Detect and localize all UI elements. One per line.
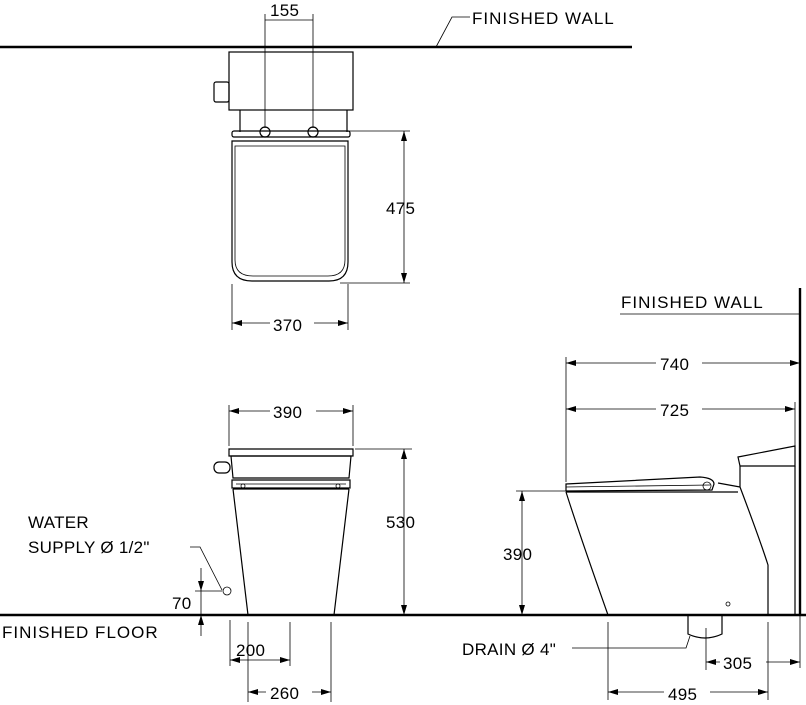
dim-475-text: 475 bbox=[386, 199, 415, 218]
dim-495-text: 495 bbox=[668, 685, 697, 704]
tank-body-side bbox=[739, 466, 769, 615]
water-supply-point bbox=[222, 586, 232, 596]
dim-70-arrow-top bbox=[198, 581, 204, 591]
dim-725-text: 725 bbox=[660, 401, 689, 420]
seat-hinge-side bbox=[702, 481, 712, 491]
tank-top-outline bbox=[228, 51, 354, 111]
dim-475-arrow-top bbox=[401, 131, 407, 141]
dim-305-arrow-left bbox=[706, 659, 716, 665]
dim-200-arrow-right bbox=[280, 657, 290, 663]
dim-740-arrow-left bbox=[566, 360, 576, 366]
drain-label: DRAIN Ø 4" bbox=[462, 640, 556, 659]
seat-bumper-right bbox=[335, 483, 341, 489]
drain-pipe-side bbox=[687, 615, 723, 639]
dim-260-arrow-right bbox=[321, 689, 331, 695]
dim-370-arrow-right bbox=[338, 320, 348, 326]
dim-370-arrow-left bbox=[232, 320, 242, 326]
hinge-bolt-right bbox=[307, 126, 319, 138]
bolt-cap-side bbox=[725, 601, 731, 607]
tank-body-front bbox=[230, 455, 352, 479]
dim-200-arrow-left bbox=[230, 657, 240, 663]
dim-390s-text: 390 bbox=[503, 545, 532, 564]
dim-495-text-bg bbox=[664, 683, 710, 701]
dim-530-arrow-top bbox=[401, 449, 407, 459]
dim-260-text: 260 bbox=[270, 684, 299, 703]
dim-370-text: 370 bbox=[273, 316, 302, 335]
dim-390f-arrow-left bbox=[229, 408, 239, 414]
seat-bumper-left bbox=[240, 483, 246, 489]
dim-70-arrow-bottom bbox=[198, 615, 204, 625]
seat-lid-top bbox=[231, 140, 349, 282]
dim-390f-arrow-right bbox=[343, 408, 353, 414]
front-view: FINISHED FLOOR WATER SUPPLY Ø 1/2" 70 39… bbox=[0, 402, 806, 703]
dim-725-text-bg bbox=[656, 400, 702, 418]
water-supply-label-2: SUPPLY Ø 1/2" bbox=[28, 538, 150, 557]
side-view: FINISHED WALL DRAIN Ø 4" 740 725 bbox=[462, 288, 802, 704]
water-supply-label-1: WATER bbox=[28, 513, 89, 532]
dim-305-text-bg bbox=[720, 653, 766, 671]
dim-475-arrow-bottom bbox=[401, 273, 407, 283]
dim-495-arrow-right bbox=[758, 689, 768, 695]
dim-305-text: 305 bbox=[723, 654, 752, 673]
tank-lid-front bbox=[228, 448, 354, 457]
drain-leader bbox=[572, 635, 691, 649]
dim-740-arrow-right bbox=[790, 360, 800, 366]
water-supply-leader bbox=[190, 546, 223, 591]
dim-70-text: 70 bbox=[172, 594, 192, 613]
finished-wall-leader-top bbox=[435, 16, 470, 48]
dim-390f-text: 390 bbox=[273, 403, 302, 422]
top-view: FINISHED WALL 155 475 bbox=[0, 1, 632, 335]
dim-260-text-bg bbox=[266, 683, 312, 701]
dim-740-text: 740 bbox=[660, 355, 689, 374]
dim-530-arrow-bottom bbox=[401, 605, 407, 615]
dim-390s-arrow-top bbox=[519, 491, 525, 501]
dim-155-text: 155 bbox=[270, 1, 299, 20]
seat-hinge-bar bbox=[231, 130, 351, 138]
dim-495-arrow-left bbox=[608, 689, 618, 695]
seat-side-line bbox=[565, 484, 711, 488]
dim-260-arrow-left bbox=[248, 689, 258, 695]
dim-390f-text-bg bbox=[270, 402, 316, 420]
dim-305-arrow-right bbox=[790, 659, 800, 665]
flush-button-front bbox=[213, 461, 231, 474]
dim-740-text-bg bbox=[656, 354, 702, 372]
dim-200-text: 200 bbox=[236, 641, 265, 660]
bowl-front bbox=[232, 488, 350, 616]
finished-wall-label-top: FINISHED WALL bbox=[472, 9, 615, 28]
finished-floor-label: FINISHED FLOOR bbox=[2, 623, 159, 642]
seat-lid-inner-top bbox=[234, 145, 346, 277]
bowl-front-curve-side bbox=[565, 491, 609, 616]
dim-530-text: 530 bbox=[386, 513, 415, 532]
tank-lid-side bbox=[737, 445, 796, 467]
dim-725-arrow-left bbox=[566, 406, 576, 412]
seat-to-tank-side bbox=[717, 482, 741, 488]
finished-wall-label-side: FINISHED WALL bbox=[621, 293, 764, 312]
seat-side bbox=[565, 476, 715, 492]
dim-390s-arrow-bottom bbox=[519, 605, 525, 615]
dim-370-text-bg bbox=[270, 314, 314, 332]
dim-725-arrow-right bbox=[785, 406, 795, 412]
seat-front bbox=[231, 479, 351, 489]
flush-button-top bbox=[213, 81, 230, 103]
hinge-bolt-left bbox=[259, 126, 271, 138]
